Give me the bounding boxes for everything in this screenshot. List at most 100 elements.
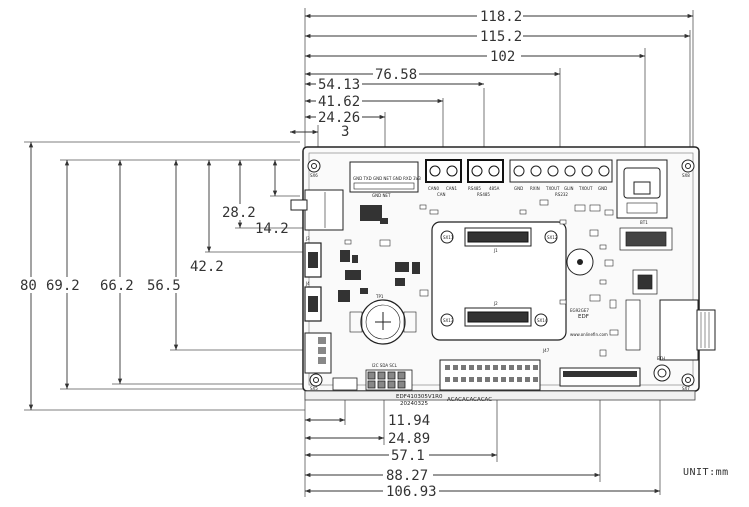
- part-eg92: EG92GE7: [570, 308, 589, 313]
- dim-69-2: 69.2: [46, 278, 80, 294]
- terminal-sub-can: CAN: [437, 192, 446, 197]
- hole-label-sx14: SX14: [537, 318, 548, 323]
- smd-component: [604, 209, 614, 216]
- gpio-header: [439, 359, 541, 391]
- gpio-pin: [517, 377, 522, 382]
- gpio-pin: [477, 365, 482, 370]
- dim-57-1: 57.1: [391, 448, 425, 464]
- rs232-pin-txout-2: TXOUT: [578, 186, 593, 191]
- gpio-pin: [509, 377, 514, 382]
- sd-card-slot: [659, 299, 716, 361]
- label-j2: J2: [493, 301, 498, 306]
- gpio-pin: [485, 365, 490, 370]
- header-connector-top: [349, 161, 419, 193]
- gpio-pin: [533, 365, 538, 370]
- bottom-left-headers: [332, 369, 413, 391]
- gpio-pin: [509, 365, 514, 370]
- board-date: 20240325: [400, 401, 428, 407]
- gpio-pin: [445, 365, 450, 370]
- gpio-pin: [453, 365, 458, 370]
- smd-component: [419, 289, 429, 297]
- gpio-pin: [469, 377, 474, 382]
- rs232-sub-label: RS232: [555, 192, 568, 197]
- gpio-pin: [493, 377, 498, 382]
- website-text: www.onlinefin.com: [570, 332, 608, 337]
- dim-41-62: 41.62: [318, 94, 360, 110]
- dim-118-2: 118.2: [480, 9, 522, 25]
- label-j1: J1: [493, 248, 498, 253]
- rs232-pin-glin: GLIN: [564, 186, 574, 191]
- terminal-label-can1: CAN1: [446, 186, 458, 191]
- gpio-pin: [525, 365, 530, 370]
- hole-label-sx6: SX6: [310, 173, 318, 178]
- smd-component: [379, 239, 391, 247]
- gpio-pin: [445, 377, 450, 382]
- rtc-battery-holder: [349, 299, 417, 345]
- push-buttons: [653, 364, 671, 382]
- gpio-pin: [461, 365, 466, 370]
- dim-106-93: 106.93: [386, 484, 437, 500]
- can-terminal-block: [425, 159, 462, 183]
- rs232-pin-gnd-1: GND: [514, 186, 523, 191]
- dim-14-2: 14.2: [255, 221, 289, 237]
- smd-component: [609, 299, 617, 309]
- hole-label-sx13: SX13: [443, 318, 454, 323]
- bottom-right-fpc-connector: [559, 367, 641, 387]
- dc-power-jack: [290, 189, 344, 231]
- mounting-holes: [307, 159, 695, 387]
- gpio-pin: [453, 377, 458, 382]
- hole-label-sx7: SX7: [682, 386, 690, 391]
- smd-component: [609, 329, 619, 336]
- label-bt1: TP1: [375, 294, 384, 299]
- gpio-pins: [445, 365, 538, 382]
- smd-component: [604, 259, 614, 267]
- i2c-label: I2C SDA SCL: [372, 363, 398, 368]
- smd-component: [539, 199, 549, 206]
- smd-components: [344, 199, 619, 357]
- smd-component: [574, 204, 586, 212]
- dim-24-89: 24.89: [388, 431, 430, 447]
- terminal-label-can0: CAN0: [428, 186, 440, 191]
- gpio-pin: [461, 377, 466, 382]
- ethernet-jack: [616, 159, 668, 219]
- right-ic-cluster: [619, 227, 673, 351]
- buzzer: [566, 248, 594, 276]
- gpio-pin: [501, 365, 506, 370]
- smd-component: [599, 244, 607, 250]
- gpio-pin: [477, 377, 482, 382]
- hole-label-sx11: SX11: [443, 235, 454, 240]
- hole-label-sx12: SX12: [547, 235, 558, 240]
- dim-80: 80: [20, 278, 37, 294]
- hole-label-sx5: SX5: [310, 386, 318, 391]
- label-j3: J3: [305, 236, 310, 241]
- dim-54-13: 54.13: [318, 77, 360, 93]
- hole-label-sx8: SX8: [682, 173, 690, 178]
- gpio-pin: [493, 365, 498, 370]
- gpio-pin: [501, 377, 506, 382]
- unit-label: UNIT:mm: [683, 467, 729, 478]
- rs232-pin-gnd-2: GND: [598, 186, 607, 191]
- rs232-pin-rxin: RXIN: [530, 186, 540, 191]
- dim-102: 102: [490, 49, 515, 65]
- smd-component: [599, 349, 607, 357]
- rs232-pin-txout: TXOUT: [545, 186, 560, 191]
- smd-component: [419, 204, 427, 210]
- smd-component: [589, 229, 599, 237]
- smd-component: [599, 279, 607, 285]
- label-tp1: ETH: [657, 356, 665, 361]
- terminal-label-485a: 485A: [489, 186, 500, 191]
- dim-11-94: 11.94: [388, 413, 430, 429]
- header-top-pins: GND TXD GND NET GND RXD 3V3: [353, 176, 421, 181]
- label-j47: J47: [542, 348, 550, 353]
- rs485-terminal-block: [467, 159, 504, 183]
- dim-3: 3: [341, 124, 349, 140]
- smd-component: [589, 294, 601, 302]
- dim-76-58: 76.58: [375, 67, 417, 83]
- terminal-sub-rs485: RS485: [477, 192, 490, 197]
- rs232-terminal-block: [509, 159, 613, 183]
- terminal-left-bottom: [304, 332, 332, 374]
- smd-component: [429, 209, 439, 215]
- board-part-number: EDF410305V1R0: [396, 394, 443, 400]
- dim-88-27: 88.27: [386, 468, 428, 484]
